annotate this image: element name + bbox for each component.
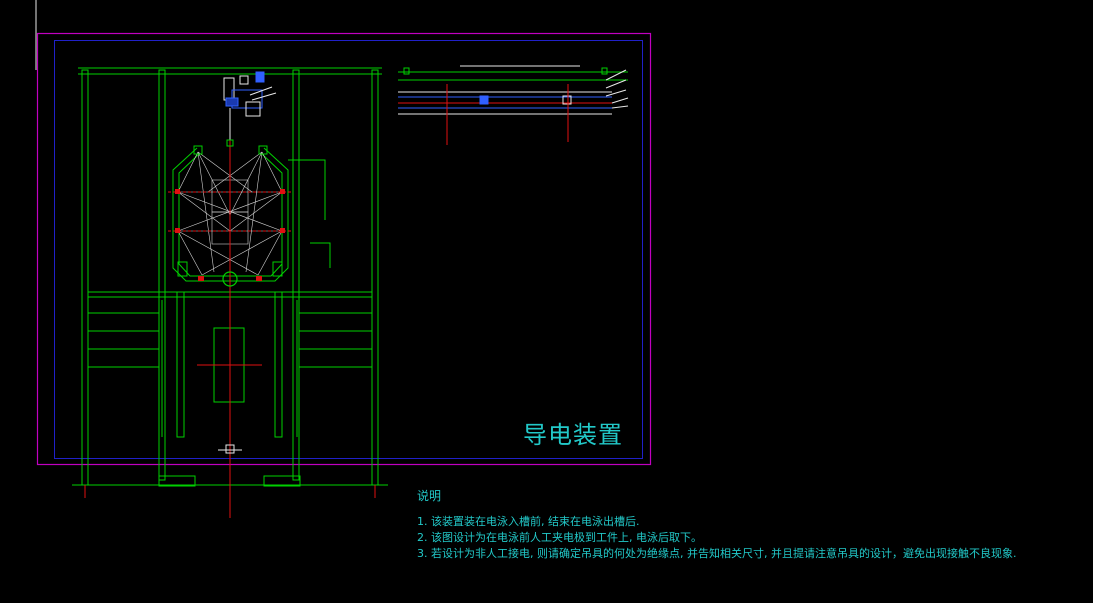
top-mechanism: [223, 71, 277, 147]
left-outer-column: [81, 69, 89, 486]
note-line-2: 2. 该图设计为在电泳前人工夹电极到工件上, 电泳后取下。: [417, 531, 702, 544]
notes-block: 说明 1. 该装置装在电泳入槽前, 结束在电泳出槽后. 2. 该图设计为在电泳前…: [417, 487, 1016, 562]
left-electrode: [176, 291, 185, 438]
note-line-3: 3. 若设计为非人工接电, 则请确定吊具的何处为绝缘点, 并告知相关尺寸, 并且…: [417, 547, 1017, 560]
note-line-1: 1. 该装置装在电泳入槽前, 结束在电泳出槽后.: [417, 515, 640, 528]
notes-heading: 说明: [417, 489, 442, 503]
plan-view: [398, 65, 629, 145]
right-base-plate: [263, 475, 301, 487]
bottom-fixture: [218, 444, 242, 454]
left-base-plate: [158, 475, 196, 487]
corner-clamps: [177, 145, 283, 277]
drawing-frame-outer: [36, 32, 652, 466]
contact-points: [175, 189, 285, 281]
drawing-frame-inner: [54, 40, 643, 459]
wire-network: [177, 151, 283, 276]
right-electrode: [274, 291, 283, 438]
center-lines: [84, 120, 376, 518]
drawing-title: 导电装置: [523, 421, 623, 449]
bottom-pulley: [222, 271, 238, 287]
left-inner-column: [158, 69, 166, 481]
right-outer-column: [371, 69, 379, 486]
right-inner-column: [292, 69, 300, 481]
